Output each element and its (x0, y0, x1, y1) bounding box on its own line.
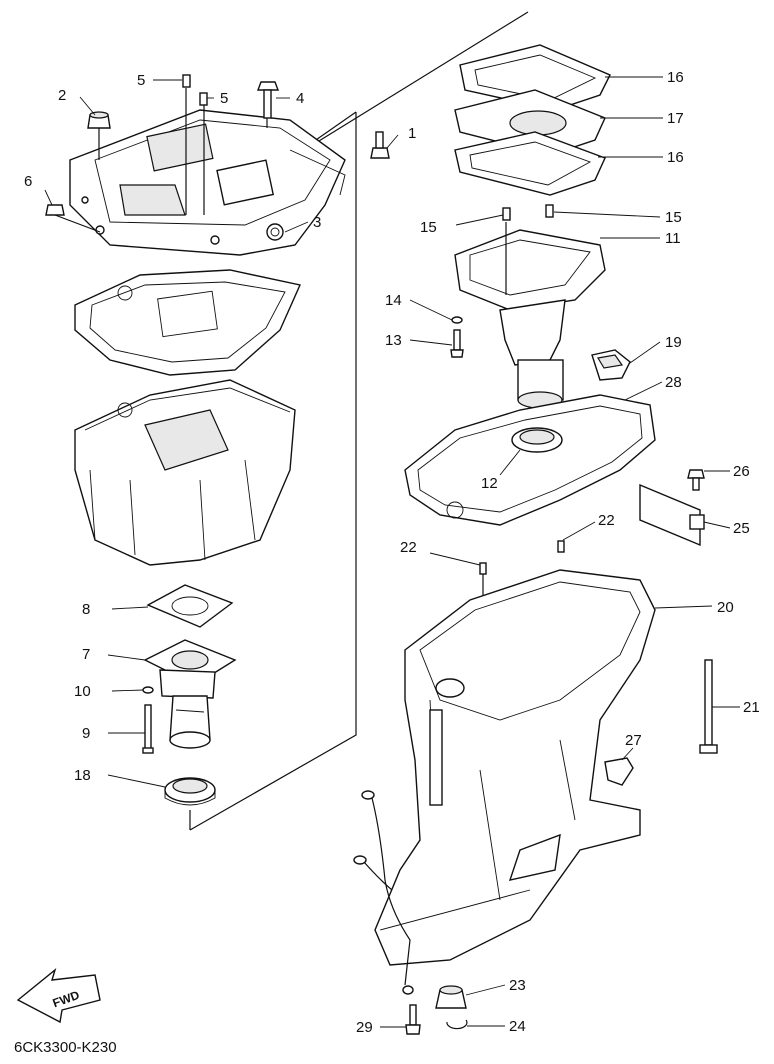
callout-6: 6 (24, 173, 32, 190)
dowel-pin (182, 74, 191, 215)
plug (87, 111, 111, 160)
exhaust-manifold (143, 639, 237, 749)
gasket (74, 269, 301, 376)
callout-7: 7 (82, 646, 90, 663)
long-bolt (699, 659, 718, 754)
dowel-pin (199, 92, 208, 215)
gasket-middle (454, 89, 606, 156)
washer (451, 316, 463, 324)
bolt (687, 469, 705, 491)
callout-24: 24 (509, 1018, 526, 1035)
bolt (450, 329, 464, 358)
frame-line (189, 112, 357, 831)
diagram-code: 6CK3300-K230 (14, 1039, 117, 1056)
callout-22-b: 22 (598, 512, 615, 529)
dowel-pin (479, 562, 487, 575)
dowel-pin (545, 204, 554, 218)
callout-29: 29 (356, 1019, 373, 1036)
callout-14: 14 (385, 292, 402, 309)
callout-10: 10 (74, 683, 91, 700)
seal (511, 427, 563, 453)
callout-12: 12 (481, 475, 498, 492)
nut (435, 985, 467, 1009)
bolt (256, 81, 280, 128)
callout-16-b: 16 (667, 149, 684, 166)
callout-27: 27 (625, 732, 642, 749)
callout-21: 21 (743, 699, 760, 716)
dowel-pin (502, 207, 511, 221)
oil-pan (74, 379, 296, 566)
callout-5: 5 (137, 72, 145, 89)
callout-22: 22 (400, 539, 417, 556)
upper-case-adapter (454, 222, 606, 409)
upper-casing (374, 569, 656, 966)
gasket (146, 584, 234, 628)
callout-2: 2 (58, 87, 66, 104)
seal (164, 777, 216, 806)
callout-3: 3 (313, 214, 321, 231)
circlip (446, 1019, 468, 1030)
bolt (370, 131, 390, 159)
callout-25: 25 (733, 520, 750, 537)
exhaust-guide-part (69, 109, 346, 256)
washer (142, 686, 154, 694)
callout-20: 20 (717, 599, 734, 616)
gasket-lower (454, 131, 606, 196)
leader-lines (44, 76, 740, 1028)
callout-15-b: 15 (665, 209, 682, 226)
callout-1: 1 (408, 125, 416, 142)
fwd-arrow-icon: FWD (16, 968, 101, 1024)
bolt (45, 204, 101, 233)
callout-13: 13 (385, 332, 402, 349)
callout-28: 28 (665, 374, 682, 391)
grommet (604, 757, 634, 786)
callout-26: 26 (733, 463, 750, 480)
callout-5-b: 5 (220, 90, 228, 107)
callout-9: 9 (82, 725, 90, 742)
callout-17: 17 (667, 110, 684, 127)
bolt (142, 704, 154, 754)
gasket-upper (459, 44, 611, 111)
ground-wire (353, 790, 414, 995)
callout-23: 23 (509, 977, 526, 994)
rubber-mount (591, 349, 631, 381)
dowel-pin (557, 540, 565, 553)
cover-plate (639, 483, 705, 547)
callout-18: 18 (74, 767, 91, 784)
callout-15: 15 (420, 219, 437, 236)
callout-4: 4 (296, 90, 304, 107)
callout-16: 16 (667, 69, 684, 86)
mount-gasket (404, 394, 656, 526)
callout-19: 19 (665, 334, 682, 351)
callout-11: 11 (665, 230, 681, 247)
callout-8: 8 (82, 601, 90, 618)
bolt (405, 1004, 421, 1035)
